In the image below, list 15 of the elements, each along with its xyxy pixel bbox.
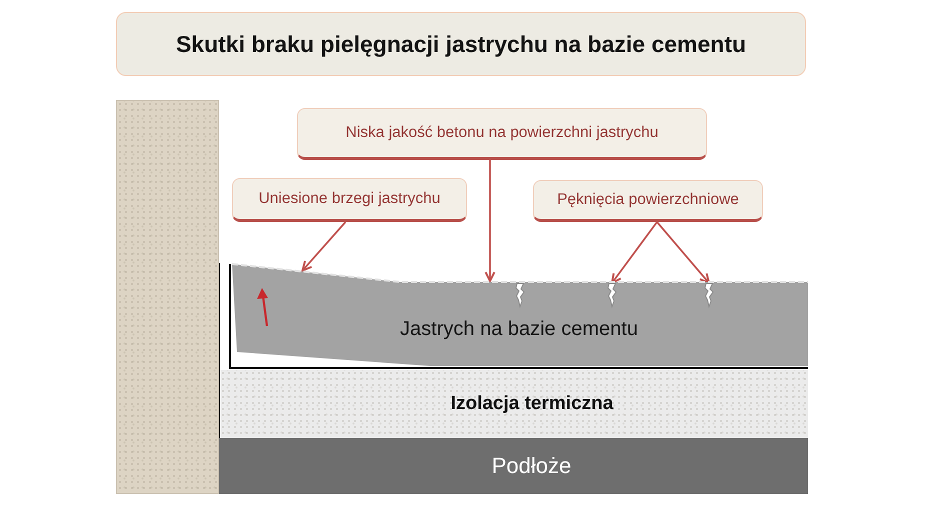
- leader-arrow: [656, 221, 710, 284]
- crack-icon: [514, 283, 526, 307]
- subfloor-layer: Podłoże: [219, 438, 808, 494]
- callout-box: Uniesione brzegi jastrychu: [232, 178, 467, 222]
- crack-icon: [606, 283, 618, 307]
- crack-icon: [703, 283, 715, 307]
- leader-arrow: [611, 221, 658, 284]
- callout-box: Pęknięcia powierzchniowe: [533, 180, 763, 222]
- callout-box: Niska jakość betonu na powierzchni jastrychu: [297, 108, 707, 160]
- layer-label: Jastrych na bazie cementu: [400, 318, 638, 341]
- leader-arrow: [302, 221, 346, 272]
- wall: [116, 100, 219, 494]
- title-banner: Skutki braku pielęgnacji jastrychu na bazie cementu: [116, 12, 806, 76]
- insulation-layer: Izolacja termiczna: [220, 370, 808, 438]
- leader-arrow: [484, 160, 496, 282]
